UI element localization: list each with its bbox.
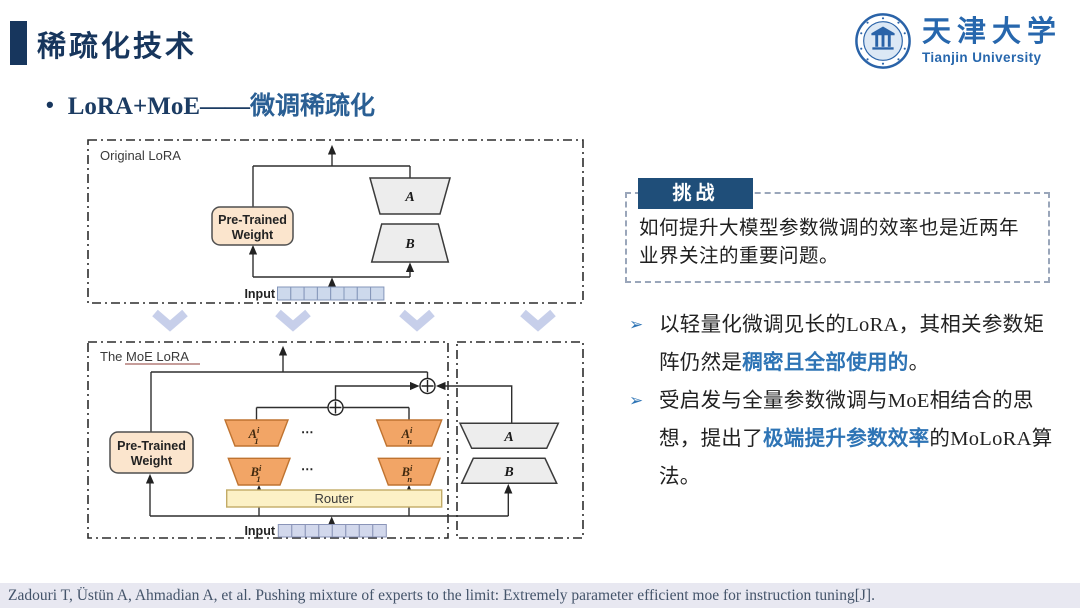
challenge-text: 如何提升大模型参数微调的效率也是近两年业界关注的重要问题。 [639,217,1020,267]
matrix-a-label: A [404,190,414,205]
trapezoid-b: B [460,457,558,485]
text-segment: MoLoRA [950,428,1032,450]
pretrained-weight-box: Pre-Trained Weight [211,206,294,246]
list-item: ➢ 受启发与全量参数微调与MoE相结合的思想，提出了极端提升参数效率的MoLoR… [629,382,1065,496]
expert-b1-sup: i [259,463,262,473]
heading-cn: 微调稀疏化 [250,92,376,120]
heading-latin: LoRA+MoE—— [67,93,251,120]
pretrained-weight-box: Pre-Trained Weight [109,431,194,474]
expert-an-sup: i [410,425,413,435]
bullet-dot: • [46,92,54,117]
challenge-badge: 挑战 [638,178,753,209]
svg-text:Bin: Bin [401,463,413,484]
matrix-b-label: B [503,465,513,480]
original-lora-title: Original LoRA [100,148,181,163]
matrix-b-label: B [404,237,414,252]
university-logo: 天津大学 Tianjin University [854,12,1062,70]
expert-a1-base: A [248,427,257,441]
text-segment: 受启发与全量参数微调与 [659,389,888,412]
sum-node-icon [327,399,344,416]
ptw-label-line2: Weight [131,454,173,468]
ptw-label-line2: Weight [232,228,274,242]
bullet-text: 受启发与全量参数微调与MoE相结合的思想，提出了极端提升参数效率的MoLoRA算… [659,382,1065,496]
text-segment: 以轻量化微调见长的 [659,313,847,336]
input-token-boxes [277,286,385,301]
citation-bar: Zadouri T, Üstün A, Ahmadian A, et al. P… [0,583,1080,608]
expert-an-base: A [401,427,410,441]
svg-text:Ai1: Ai1 [248,425,260,446]
input-token-boxes [277,524,387,538]
logo-cn-name: 天津大学 [921,15,1062,48]
matrix-a-label: A [503,430,513,445]
router-box: Router [225,489,443,508]
text-segment-highlight: 极端提升参数效率 [763,427,930,450]
trapezoid-a: A [458,422,560,450]
moe-title-prefix: The [100,349,126,364]
page-title: 稀疏化技术 [37,31,198,63]
text-segment: 的 [929,427,951,450]
expert-bn-base: B [401,465,410,479]
text-segment: LoRA [846,314,899,336]
text-segment-highlight: 稠密且全部使用的 [742,351,909,374]
text-segment: 算法。 [659,427,1053,488]
logo-text: 天津大学 Tianjin University [921,15,1062,65]
text-segment: MoE [887,390,930,412]
expert-b1-base: B [250,465,259,479]
tianjin-university-seal-icon [855,13,911,69]
citation-text: Zadouri T, Üstün A, Ahmadian A, et al. P… [8,587,875,604]
expert-a1-sup: i [257,425,260,435]
list-item: ➢ 以轻量化微调见长的LoRA，其相关参数矩阵仍然是稠密且全部使用的。 [629,306,1065,382]
expert-bn-sup: i [410,463,413,473]
text-segment: ，其相关参数矩阵仍然是 [659,313,1045,374]
logo-en-name: Tianjin University [921,49,1042,65]
shared-ab-diagram: A B [456,341,584,539]
expert-b1-sub: 1 [256,474,260,484]
text-segment: 。 [908,351,930,374]
sum-node-icon [419,377,436,395]
ellipsis: ⋯ [301,462,314,476]
expert-bn-sub: n [407,474,412,484]
svg-text:Ain: Ain [401,425,413,446]
section-heading: • LoRA+MoE——微调稀疏化 [46,86,375,122]
svg-text:The MoE LoRA: The MoE LoRA [100,349,189,364]
text-segment: 相结合的思想，提出了 [659,389,1034,450]
challenge-box: 如何提升大模型参数微调的效率也是近两年业界关注的重要问题。 [625,192,1050,283]
lora-moe-diagram: Original LoRA Pre-Trained Weight A [87,139,584,539]
key-points-list: ➢ 以轻量化微调见长的LoRA，其相关参数矩阵仍然是稠密且全部使用的。 ➢ 受启… [629,306,1065,496]
trapezoid-a: A [369,177,451,215]
transition-chevrons-icon [152,309,556,332]
bullet-text: 以轻量化微调见长的LoRA，其相关参数矩阵仍然是稠密且全部使用的。 [659,306,1065,382]
trapezoid-b: B [370,223,450,263]
original-lora-diagram: Original LoRA Pre-Trained Weight A [87,139,584,304]
moe-lora-diagram: The MoE LoRA [87,341,513,539]
ptw-label-line1: Pre-Trained [117,439,186,453]
bullet-arrow-icon: ➢ [629,391,644,410]
expert-an-sub: n [407,436,412,446]
input-label: Input [244,524,275,538]
title-accent-block [10,21,27,65]
input-label: Input [244,287,275,301]
moe-title-rest: MoE LoRA [126,349,189,364]
svg-text:Bi1: Bi1 [250,463,262,484]
router-label: Router [314,491,354,506]
ptw-label-line1: Pre-Trained [218,213,287,227]
ellipsis: ⋯ [301,425,314,439]
bullet-arrow-icon: ➢ [629,315,644,334]
expert-a1-sub: 1 [254,436,258,446]
